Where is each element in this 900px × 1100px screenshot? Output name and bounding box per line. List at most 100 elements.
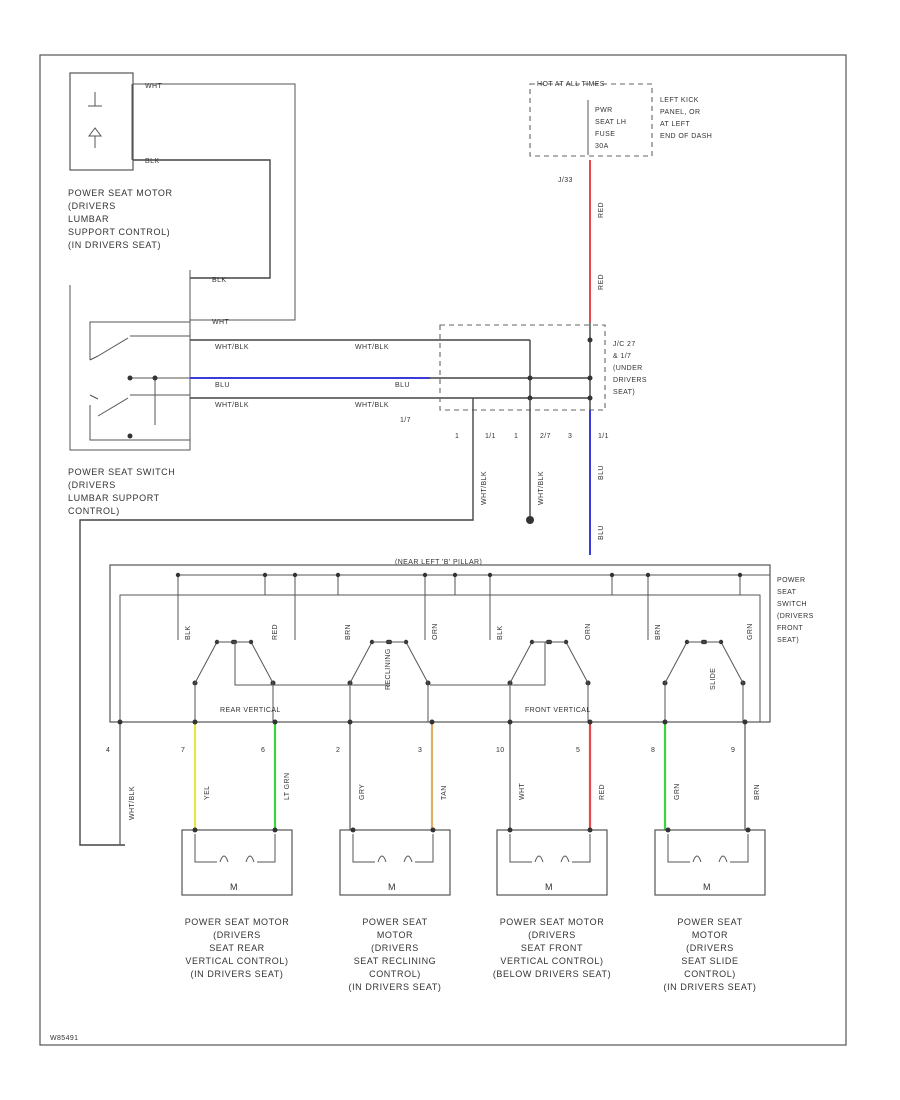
svg-text:1/1: 1/1: [485, 433, 496, 440]
motor-symbol: M: [703, 882, 711, 892]
section-slide: SLIDE: [710, 668, 717, 690]
bottom-wire-label: GRN: [674, 783, 681, 800]
switch-blade: [565, 641, 589, 684]
switch-blade: [349, 641, 373, 684]
svg-text:2/7: 2/7: [540, 433, 551, 440]
switch-contact-label: ORN: [432, 623, 439, 640]
pin-node: [429, 719, 435, 725]
fuse-location: LEFT KICK PANEL, OR AT LEFT END OF DASH: [660, 97, 712, 140]
lumbar-motor-wire2: BLK: [145, 158, 159, 165]
switch-section-3: [662, 639, 746, 722]
switch-contact-label: BLK: [497, 626, 504, 640]
motor-lead: [194, 834, 276, 863]
switch-blade: [509, 641, 533, 684]
svg-text:WHT/BLK: WHT/BLK: [538, 471, 545, 505]
switch-section-2: [507, 639, 591, 722]
footer-code: W85491: [50, 1035, 78, 1042]
motor-box: [339, 829, 451, 896]
section-front-vertical: FRONT VERTICAL: [525, 707, 591, 714]
svg-text:BLU: BLU: [598, 525, 605, 540]
junction-dashed: [439, 324, 606, 411]
svg-text:1: 1: [514, 433, 518, 440]
svg-text:WHT/BLK: WHT/BLK: [481, 471, 488, 505]
svg-text:WHT/BLK: WHT/BLK: [355, 344, 389, 351]
bottom-wire-label: WHT: [519, 783, 526, 800]
lumbar-motor-wire1: WHT: [145, 83, 162, 90]
fuse-box-dashed: [529, 83, 653, 157]
svg-text:1: 1: [455, 433, 459, 440]
pin-number: 7: [181, 747, 185, 754]
motor-lead: [509, 834, 591, 863]
switch-feed-node: [422, 572, 428, 578]
switch-contact-label: BLK: [185, 626, 192, 640]
switch-feed-node: [452, 572, 458, 578]
pin-node: [192, 719, 198, 725]
switch-blade: [405, 641, 429, 684]
motor-terminal: [350, 827, 356, 833]
switch-feed-node: [175, 572, 181, 578]
bottom-wire-label: YEL: [204, 786, 211, 800]
diagram-frame: [39, 54, 847, 1046]
power-switch-title: POWER SEAT SWITCH (DRIVERS FRONT SEAT): [777, 577, 816, 644]
svg-text:RED: RED: [598, 202, 605, 218]
svg-text:RED: RED: [598, 274, 605, 290]
pin-number: 6: [261, 747, 265, 754]
motor-box: [654, 829, 766, 896]
switch-contact-label: BRN: [655, 624, 662, 640]
motor-terminal: [272, 827, 278, 833]
lumbar-motor: WHT BLK POWER SEAT MOTOR (DRIVERS LUMBAR…: [68, 72, 172, 250]
motor-terminal: [192, 827, 198, 833]
switch-crosslink: [234, 642, 546, 686]
svg-text:WHT/BLK: WHT/BLK: [355, 402, 389, 409]
switch-section-0: [192, 639, 276, 722]
pin-node: [117, 719, 123, 725]
pin-node: [662, 719, 668, 725]
motor-box: [181, 829, 293, 896]
motor-symbol: M: [545, 882, 553, 892]
pin-number: 4: [106, 747, 110, 754]
pin-node: [272, 719, 278, 725]
lumbar-switch-wire-blk: BLK: [212, 277, 226, 284]
fuse-label: PWR SEAT LH FUSE 30A: [595, 107, 629, 150]
pin-node: [587, 719, 593, 725]
motor-symbol: M: [230, 882, 238, 892]
switch-blade: [250, 641, 274, 684]
bottom-wire-label: GRY: [359, 784, 366, 800]
svg-text:WHT/BLK: WHT/BLK: [215, 344, 249, 351]
bottom-wire-label: BRN: [754, 784, 761, 800]
switch-blade: [664, 641, 688, 684]
motor-symbol: M: [388, 882, 396, 892]
switch-contact-label: ORN: [585, 623, 592, 640]
pin-number: 8: [651, 747, 655, 754]
motor-brush: [377, 855, 413, 863]
pin-number: 9: [731, 747, 735, 754]
motor-terminal: [507, 827, 513, 833]
svg-text:1/1: 1/1: [598, 433, 609, 440]
switch-feed-node: [645, 572, 651, 578]
lumbar-switch-wire-wht: WHT: [212, 319, 229, 326]
junction-block: J/C 27 & 1/7 (UNDER DRIVERS SEAT) 1/7 1 …: [400, 322, 647, 440]
power-switch-box: [109, 564, 771, 723]
svg-text:BLU: BLU: [215, 382, 230, 389]
bottom-wire-label: RED: [599, 784, 606, 800]
svg-text:BLU: BLU: [395, 382, 410, 389]
switch-feed-node: [737, 572, 743, 578]
switch-section-1: [347, 639, 431, 722]
motor-terminal: [745, 827, 751, 833]
switch-contact-label: RED: [272, 624, 279, 640]
motor-brush: [534, 855, 570, 863]
svg-text:3: 3: [568, 433, 572, 440]
lumbar-switch: BLK WHT POWER SEAT SWITCH (DRIVERS LUMBA…: [68, 270, 229, 516]
svg-text:BLU: BLU: [598, 465, 605, 480]
switch-contact-label: GRN: [747, 623, 754, 640]
switch-feed-node: [292, 572, 298, 578]
bottom-wire-label: WHT/BLK: [129, 786, 136, 820]
